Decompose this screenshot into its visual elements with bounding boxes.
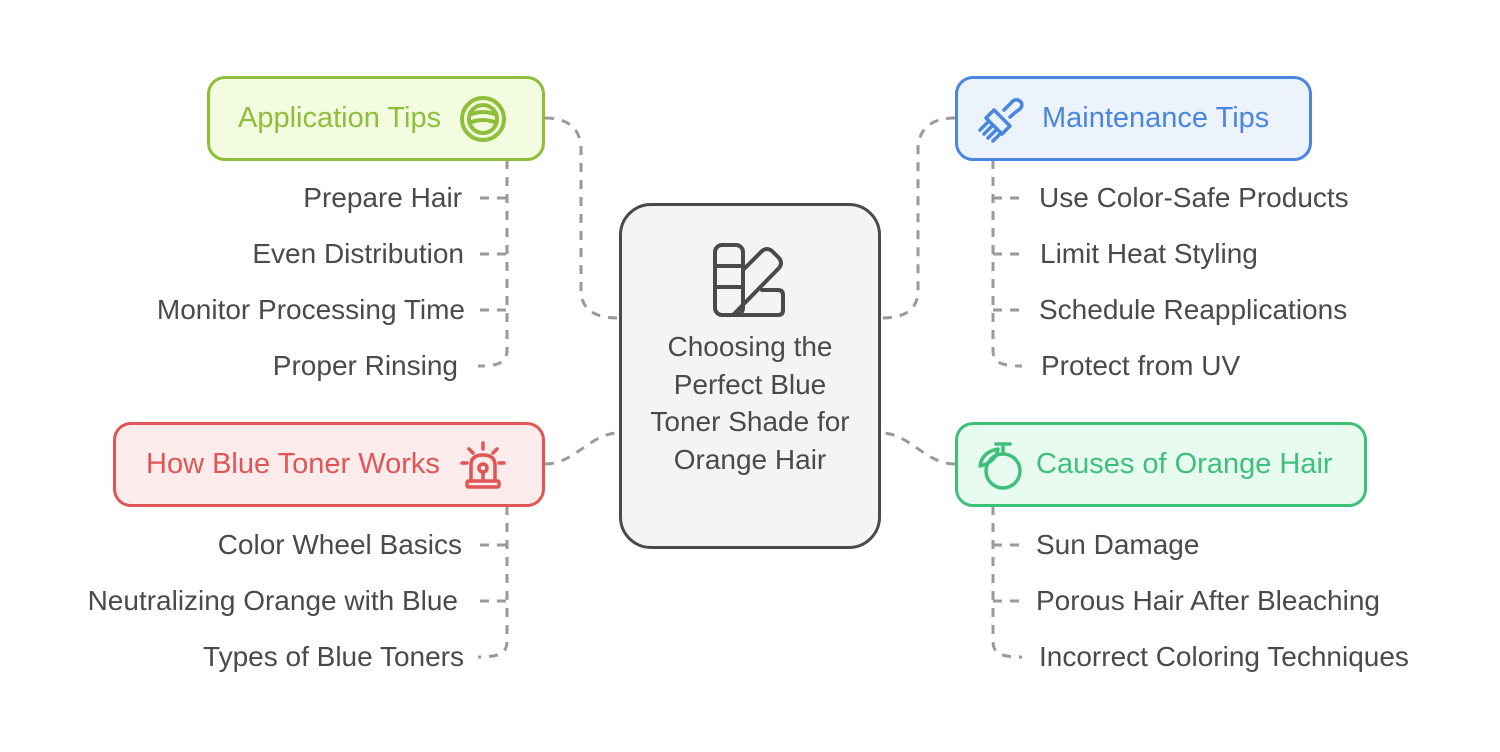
central-topic-node[interactable]: Choosing the Perfect Blue Toner Shade fo… <box>619 203 881 549</box>
list-item: Limit Heat Styling <box>1040 238 1258 269</box>
list-item: Proper Rinsing <box>272 350 458 381</box>
branch-label: Causes of Orange Hair <box>1036 448 1333 480</box>
list-item: Porous Hair After Bleaching <box>1036 585 1380 616</box>
branch-application-tips[interactable]: Application Tips <box>207 76 545 161</box>
circle-lines-icon <box>460 95 507 142</box>
list-item: Even Distribution <box>252 238 464 269</box>
branch-label: Application Tips <box>238 102 442 134</box>
branch-label: How Blue Toner Works <box>146 448 440 480</box>
list-item: Schedule Reapplications <box>1039 294 1348 325</box>
orange-fruit-icon <box>978 441 1022 490</box>
list-item: Monitor Processing Time <box>156 294 465 325</box>
list-item: Color Wheel Basics <box>217 529 462 560</box>
branch-causes-of-orange-hair[interactable]: Causes of Orange Hair <box>955 422 1367 507</box>
list-item: Types of Blue Toners <box>203 641 464 672</box>
branch-maintenance-tips[interactable]: Maintenance Tips <box>955 76 1312 161</box>
list-item: Incorrect Coloring Techniques <box>1039 641 1409 672</box>
list-item: Use Color-Safe Products <box>1039 182 1349 213</box>
paint-brush-icon <box>978 97 1024 143</box>
list-item: Prepare Hair <box>303 182 462 213</box>
list-item: Neutralizing Orange with Blue <box>87 585 458 616</box>
swatch-palette-icon <box>713 243 785 317</box>
central-topic-title: Choosing the Perfect Blue Toner Shade fo… <box>650 331 850 475</box>
siren-light-icon <box>460 440 506 489</box>
list-item: Protect from UV <box>1041 350 1241 381</box>
branch-label: Maintenance Tips <box>1042 102 1270 134</box>
branch-how-blue-toner-works[interactable]: How Blue Toner Works <box>113 422 545 507</box>
list-item: Sun Damage <box>1036 529 1200 560</box>
